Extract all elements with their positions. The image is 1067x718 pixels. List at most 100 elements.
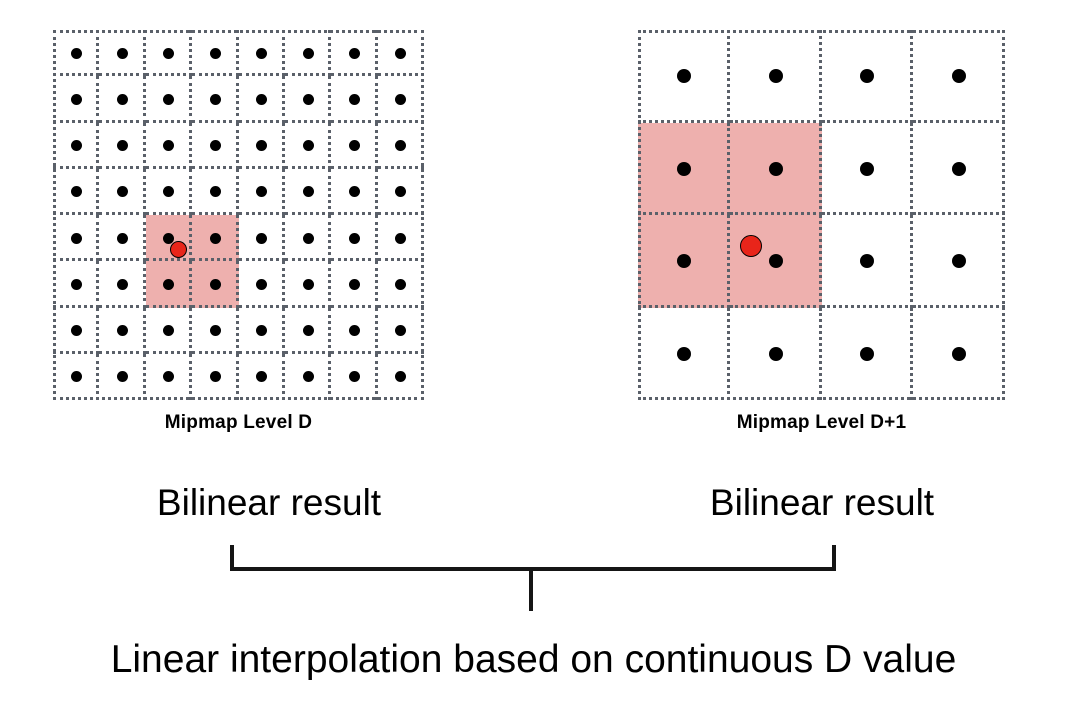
bilinear-result-left-label: Bilinear result xyxy=(156,482,382,523)
texel-cell xyxy=(192,122,239,169)
texel-cell xyxy=(192,30,239,77)
texel-cell xyxy=(145,307,193,354)
texel-cell xyxy=(638,215,730,308)
texel-cell xyxy=(238,261,285,308)
texel-center-dot xyxy=(395,232,407,244)
texel-cell xyxy=(331,76,378,123)
texel-center-dot xyxy=(117,371,129,383)
texel-center-dot xyxy=(163,325,175,337)
texel-cell xyxy=(239,353,285,400)
texel-cell xyxy=(729,215,822,308)
texel-cell xyxy=(53,215,100,262)
texel-cell xyxy=(284,122,332,169)
texel-cell xyxy=(284,307,332,354)
sample-point-marker xyxy=(740,235,762,257)
texel-cell xyxy=(99,215,146,262)
texel-cell xyxy=(729,30,822,123)
texel-center-dot xyxy=(70,278,82,290)
texel-center-dot xyxy=(395,371,407,383)
texel-cell xyxy=(284,168,332,215)
grid-cells xyxy=(53,30,424,400)
texel-cell xyxy=(331,122,378,169)
texel-cell xyxy=(331,30,378,77)
texel-center-dot xyxy=(395,325,407,337)
texel-cell xyxy=(377,261,424,308)
bilinear-result-right-label: Bilinear result xyxy=(709,482,935,523)
texel-cell xyxy=(192,353,239,400)
texel-center-dot xyxy=(768,69,783,84)
texel-center-dot xyxy=(348,278,360,290)
texel-center-dot xyxy=(163,140,175,152)
texel-cell xyxy=(192,307,239,354)
grid-cells xyxy=(638,30,1005,400)
texel-cell xyxy=(377,30,424,77)
texel-center-dot xyxy=(117,325,129,337)
texel-center-dot xyxy=(676,346,691,361)
texel-center-dot xyxy=(163,93,175,105)
texel-center-dot xyxy=(117,232,129,244)
texel-cell xyxy=(192,261,239,308)
texel-center-dot xyxy=(70,325,82,337)
texel-center-dot xyxy=(302,371,314,383)
texel-center-dot xyxy=(768,254,783,269)
texel-center-dot xyxy=(117,140,129,152)
highlighted-texel-block xyxy=(145,215,239,308)
texel-cell xyxy=(99,307,146,354)
texel-cell xyxy=(331,261,378,308)
mipmap-level-d-label: Mipmap Level D xyxy=(164,412,313,433)
texel-center-dot xyxy=(395,140,407,152)
texel-cell xyxy=(729,122,822,215)
texel-cell xyxy=(331,307,378,354)
texel-center-dot xyxy=(70,371,82,383)
texel-center-dot xyxy=(302,278,314,290)
bracket-horizontal-bar xyxy=(230,567,836,571)
texel-center-dot xyxy=(117,186,129,198)
texel-cell xyxy=(377,308,424,354)
texel-cell xyxy=(53,261,100,308)
texel-cell xyxy=(99,168,146,215)
texel-center-dot xyxy=(860,161,875,176)
texel-center-dot xyxy=(348,325,360,337)
texel-center-dot xyxy=(163,186,175,198)
texel-cell xyxy=(822,307,914,400)
texel-cell xyxy=(53,307,100,354)
texel-center-dot xyxy=(676,161,691,176)
texel-cell xyxy=(99,353,146,400)
texel-center-dot xyxy=(209,325,221,337)
texel-cell xyxy=(192,215,239,262)
texel-cell xyxy=(238,30,285,77)
texel-center-dot xyxy=(952,161,967,176)
texel-cell xyxy=(638,307,730,400)
texel-cell xyxy=(238,168,285,215)
texel-center-dot xyxy=(209,371,221,383)
texel-cell xyxy=(145,168,193,215)
texel-cell xyxy=(192,76,239,123)
texel-center-dot xyxy=(952,69,967,84)
texel-cell xyxy=(145,76,193,123)
texel-cell xyxy=(638,30,730,123)
texel-cell xyxy=(377,76,424,123)
texel-cell xyxy=(99,122,146,169)
sample-point-marker xyxy=(169,240,187,258)
texel-cell xyxy=(821,122,914,215)
bracket-right-tick xyxy=(832,545,836,571)
texel-center-dot xyxy=(256,93,268,105)
texel-cell xyxy=(377,169,424,215)
texel-cell xyxy=(331,168,378,215)
texel-cell xyxy=(284,76,332,123)
figure-caption: Linear interpolation based on continuous… xyxy=(110,638,957,681)
texel-cell xyxy=(238,215,285,262)
texel-cell xyxy=(377,123,424,169)
texel-center-dot xyxy=(209,278,221,290)
texel-center-dot xyxy=(163,278,175,290)
texel-cell xyxy=(53,168,100,215)
texel-center-dot xyxy=(209,93,221,105)
texel-cell xyxy=(192,168,239,215)
texel-center-dot xyxy=(860,69,875,84)
texel-cell xyxy=(638,122,730,215)
texel-cell xyxy=(913,215,1005,308)
texel-center-dot xyxy=(348,232,360,244)
texel-center-dot xyxy=(256,371,268,383)
texel-cell xyxy=(53,122,100,169)
